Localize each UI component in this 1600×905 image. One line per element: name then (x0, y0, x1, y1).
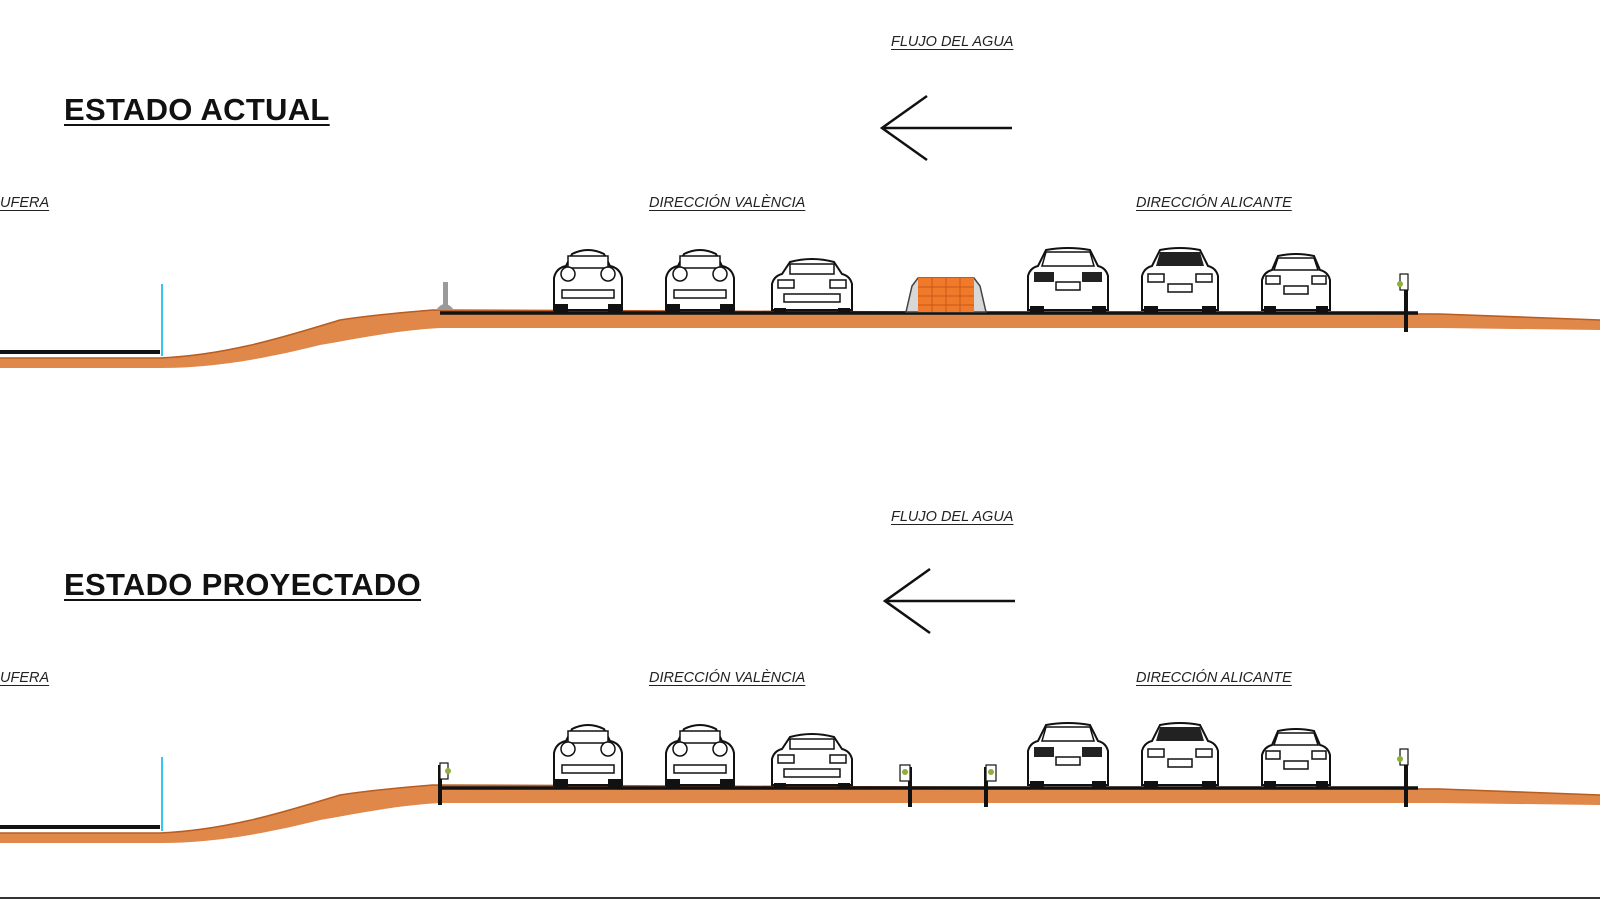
embankment (0, 310, 1600, 368)
guardrail-post-icon (438, 762, 451, 805)
arrow-left-icon (879, 94, 1012, 162)
guardrail-posts (899, 764, 997, 807)
section-title: ESTADO ACTUAL (64, 92, 330, 127)
direction-valencia-label: DIRECCIÓN VALÈNCIA (649, 195, 806, 211)
direction-alicante-label: DIRECCIÓN ALICANTE (1136, 195, 1292, 211)
car-icon (771, 733, 853, 789)
lamp-post-icon (436, 282, 454, 310)
guardrail-post-icon (1397, 273, 1409, 332)
car-icon (1261, 728, 1331, 789)
car-icon (771, 258, 853, 314)
flow-label: FLUJO DEL AGUA (891, 509, 1014, 525)
car-icon (553, 249, 623, 312)
car-icon (1027, 722, 1109, 789)
car-icon (1261, 253, 1331, 314)
section-title: ESTADO PROYECTADO (64, 567, 422, 602)
new-jersey-barrier (905, 277, 987, 313)
section-estado-actual: ESTADO ACTUAL FLUJO DEL AGUA UFERA DIREC… (0, 0, 1600, 430)
guardrail-post-icon (1397, 748, 1409, 807)
direction-valencia-label: DIRECCIÓN VALÈNCIA (649, 670, 806, 686)
flow-label: FLUJO DEL AGUA (891, 34, 1014, 50)
section-estado-proyectado: ESTADO PROYECTADO FLUJO DEL AGUA UFERA D… (0, 475, 1600, 905)
direction-alicante-label: DIRECCIÓN ALICANTE (1136, 670, 1292, 686)
car-icon (1141, 722, 1219, 789)
embankment (0, 785, 1600, 843)
car-icon (665, 724, 735, 787)
page-bottom-rule (0, 897, 1600, 899)
car-icon (1141, 247, 1219, 314)
car-icon (665, 249, 735, 312)
cross-section-drawing (0, 247, 1600, 368)
left-edge-label: UFERA (0, 670, 50, 686)
left-edge-label: UFERA (0, 195, 50, 211)
arrow-left-icon (882, 567, 1015, 635)
car-icon (1027, 247, 1109, 314)
cross-section-drawing (0, 722, 1600, 843)
car-icon (553, 724, 623, 787)
